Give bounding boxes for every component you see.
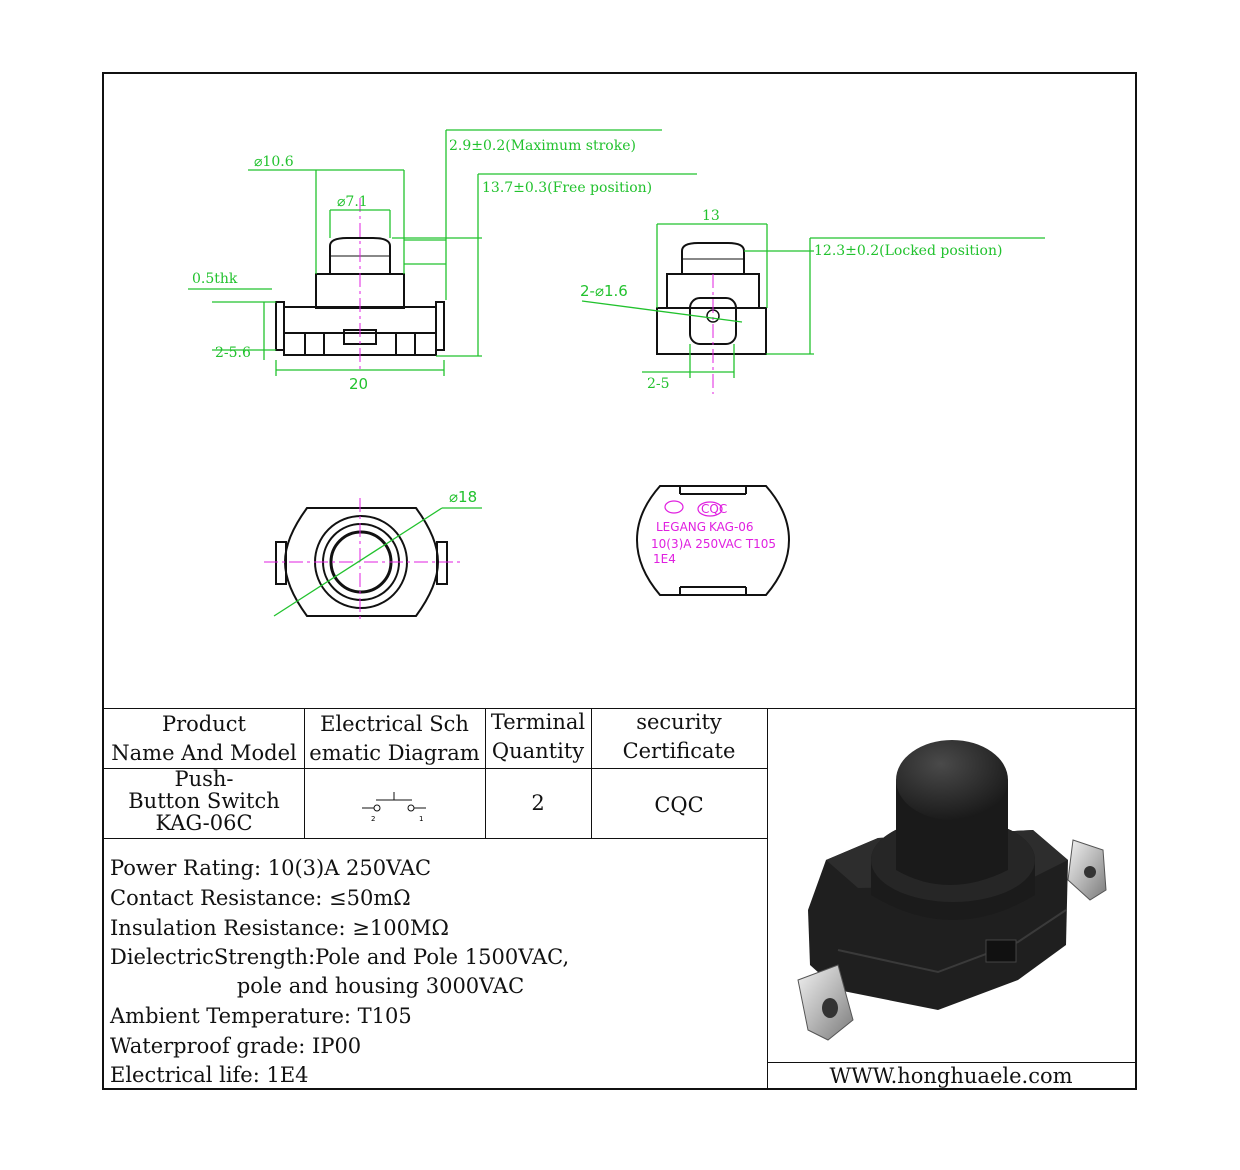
header-product: Product Name And Model — [104, 710, 304, 768]
header-terminal: Terminal Quantity — [485, 708, 591, 766]
spec-ambient-temperature: Ambient Temperature: T105 — [110, 1004, 412, 1028]
security-certificate: CQC — [654, 793, 704, 817]
spec-dielectric-housing: pole and housing 3000VAC — [110, 974, 525, 998]
dim-cap-collar-diameter: ⌀10.6 — [254, 154, 294, 170]
dim-max-stroke: 2.9±0.2(Maximum stroke) — [449, 138, 636, 154]
table-row-divider — [104, 838, 767, 839]
dim-locked-position: 12.3±0.2(Locked position) — [814, 243, 1002, 259]
photo-caption-divider — [767, 1062, 1135, 1063]
product-name-line3: KAG-06C — [155, 811, 253, 835]
header-schematic-line1: Electrical Sch — [320, 712, 469, 736]
cqc-mark-icon — [697, 501, 723, 517]
drawing-sheet: 2.9±0.2(Maximum stroke) 13.7±0.3(Free po… — [102, 72, 1137, 1090]
spec-contact-resistance: Contact Resistance: ≤50mΩ — [110, 886, 411, 910]
header-product-line2: Name And Model — [111, 741, 297, 765]
header-security-line2: Certificate — [622, 739, 736, 763]
dim-cap-diameter: ⌀7.1 — [337, 194, 368, 210]
product-name-line2: Button Switch — [128, 789, 280, 813]
side-view-outline — [656, 242, 767, 355]
table-header-divider — [104, 768, 767, 769]
header-schematic-line2: ematic Diagram — [309, 741, 480, 765]
marking-life: 1E4 — [653, 552, 676, 566]
dimension-lines — [188, 129, 1045, 617]
header-product-line1: Product — [162, 712, 246, 736]
spec-dielectric-strength: DielectricStrength:Pole and Pole 1500VAC… — [110, 945, 570, 969]
dim-terminal-thickness: 0.5thk — [192, 271, 238, 287]
schematic-pin-1: 1 — [419, 815, 423, 823]
table-col-divider-3 — [591, 708, 592, 838]
product-name: Push- Button Switch KAG-06C — [104, 768, 304, 834]
terminal-quantity: 2 — [531, 791, 545, 815]
dim-body-diameter: ⌀18 — [449, 488, 477, 506]
dim-hole-diameter: 2-⌀1.6 — [580, 282, 628, 300]
header-terminal-line1: Terminal — [490, 710, 586, 734]
dim-free-position: 13.7±0.3(Free position) — [482, 180, 652, 196]
marking-model: KAG-06 — [709, 520, 754, 534]
dim-body-width: 20 — [349, 375, 368, 393]
spec-waterproof-grade: Waterproof grade: IP00 — [110, 1034, 362, 1058]
dim-terminal-height: 2-5.6 — [215, 345, 251, 361]
spec-insulation-resistance: Insulation Resistance: ≥100MΩ — [110, 916, 449, 940]
spec-power-rating: Power Rating: 10(3)A 250VAC — [110, 856, 432, 880]
header-schematic: Electrical Sch ematic Diagram — [304, 710, 485, 768]
table-col-divider-1 — [304, 708, 305, 838]
table-col-divider-2 — [485, 708, 486, 838]
header-terminal-line2: Quantity — [491, 739, 585, 763]
product-marking: CQC LEGANG KAG-06 10(3)A 250VAC T105 1E4 — [651, 500, 776, 566]
brand-logo-icon — [664, 500, 684, 514]
spec-electrical-life: Electrical life: 1E4 — [110, 1063, 309, 1087]
table-col-divider-4 — [767, 708, 768, 1090]
website-url[interactable]: WWW.honghuaele.com — [829, 1064, 1073, 1088]
technical-drawing: 2.9±0.2(Maximum stroke) 13.7±0.3(Free po… — [188, 129, 1045, 622]
bottom-view-outline — [635, 485, 791, 596]
header-security: security Certificate — [591, 708, 767, 766]
product-photo — [797, 740, 1107, 1041]
dim-side-width: 13 — [702, 208, 720, 224]
cqc-mark-text: CQC — [701, 502, 727, 516]
dim-terminal-width: 2-5 — [647, 376, 670, 392]
marking-rating: 10(3)A 250VAC T105 — [651, 537, 776, 551]
header-security-line1: security — [636, 710, 722, 734]
schematic-pin-2: 2 — [371, 815, 375, 823]
schematic-symbol: 2 1 — [362, 792, 426, 823]
table-top-border — [104, 708, 1135, 709]
product-name-line1: Push- — [174, 767, 234, 791]
marking-brand: LEGANG — [656, 520, 706, 534]
